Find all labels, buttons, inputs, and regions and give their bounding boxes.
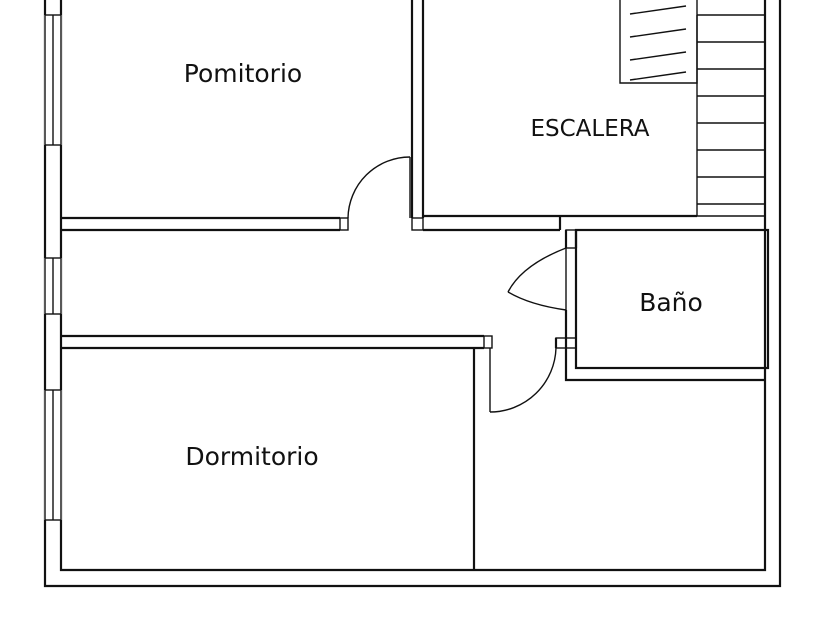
- window-top-left: [44, 14, 62, 146]
- escalera-walls: [423, 214, 765, 232]
- window-bottom-left: [44, 389, 62, 521]
- room-label-dormitorio: Dormitorio: [185, 442, 318, 471]
- bano-door: [507, 247, 567, 311]
- room-label-bano: Baño: [639, 288, 703, 317]
- pomitorio-door: [347, 156, 411, 219]
- pomitorio-walls: [61, 0, 425, 232]
- stairs: [619, 0, 765, 216]
- window-middle-left: [44, 257, 62, 315]
- room-label-pomitorio: Pomitorio: [184, 59, 302, 88]
- room-label-escalera: ESCALERA: [530, 116, 649, 142]
- lower-room-door: [489, 347, 557, 413]
- dormitorio-walls: [61, 334, 567, 570]
